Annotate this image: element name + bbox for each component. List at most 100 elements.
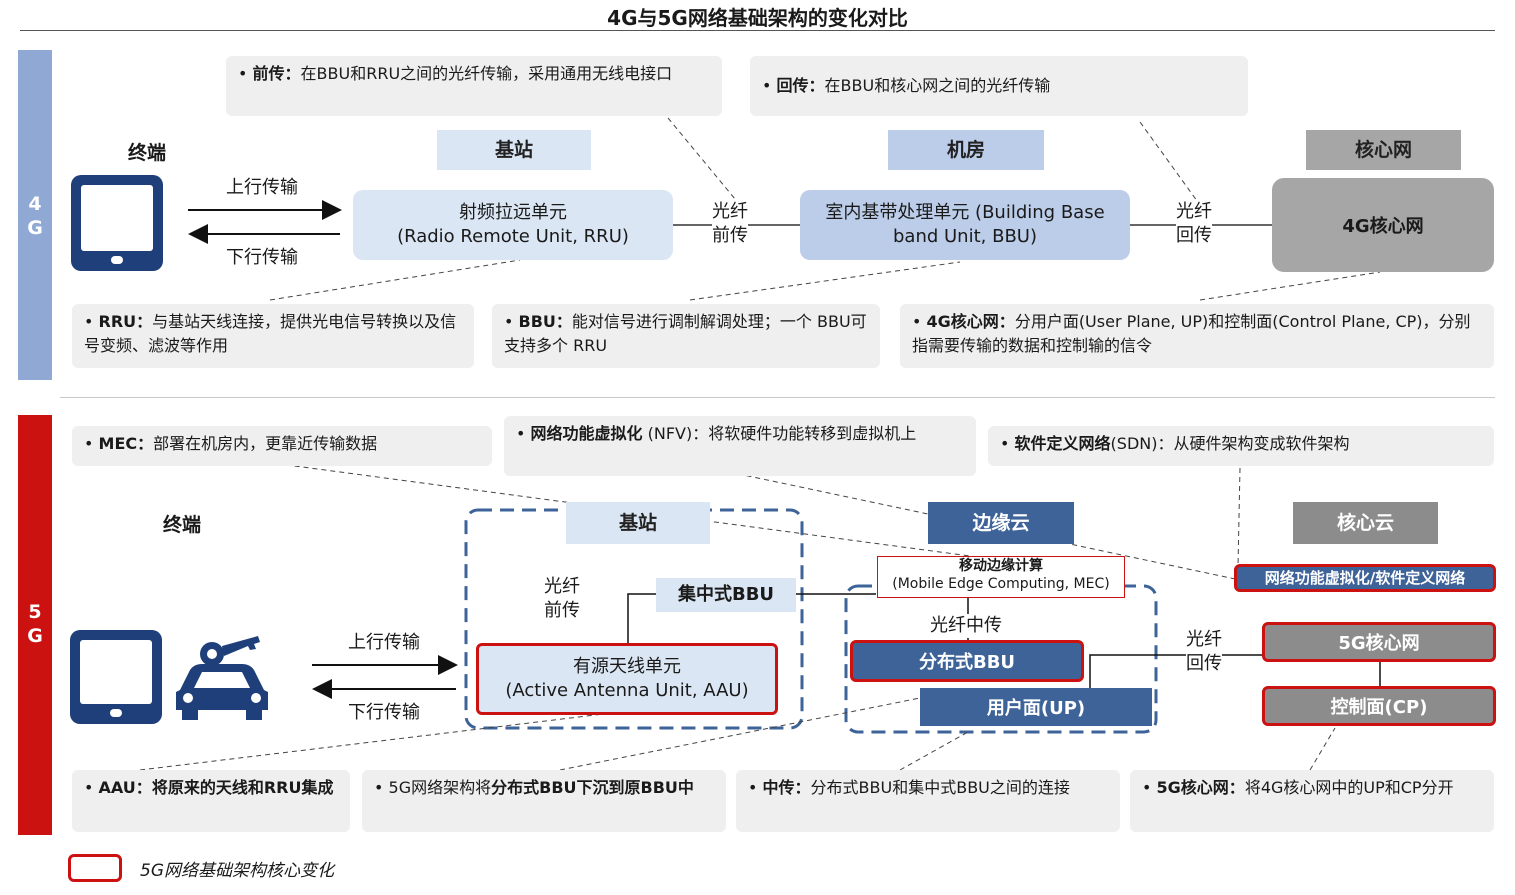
phone-icon-5g [70, 630, 162, 724]
key-hole [207, 649, 217, 659]
note-backhaul: • 回传：在BBU和核心网之间的光纤传输 [750, 56, 1248, 116]
aau-english: (Active Antenna Unit, AAU) [505, 680, 749, 701]
band-5g-label: 5 G [18, 600, 52, 648]
band-5g-text: 5 G [27, 601, 43, 647]
note-core4g-text: 分用户面(User Plane, UP)和控制面(Control Plane, … [912, 312, 1471, 355]
note-fronthaul-key: 前传： [252, 64, 301, 83]
downlink-label-4g: 下行传输 [226, 247, 298, 268]
mec-english: (Mobile Edge Computing, MEC) [892, 576, 1110, 592]
note-bbu-key: BBU： [518, 312, 572, 331]
page-title: 4G与5G网络基础架构的变化对比 [607, 6, 908, 30]
title-divider [20, 30, 1495, 31]
rru-name: 射频拉远单元 [459, 202, 567, 223]
callout-backhaul [1139, 121, 1201, 206]
edge-cloud-header: 边缘云 [928, 502, 1074, 544]
user-plane-box: 用户面(UP) [920, 688, 1152, 726]
fiber-fronthaul-4g-l1: 光纤 [712, 201, 748, 222]
note-fronthaul-text: 在BBU和RRU之间的光纤传输，采用通用无线电接口 [300, 64, 673, 83]
note-aau-text: 将原来的天线和RRU集成 [151, 778, 334, 797]
note-midhaul-text: 分布式BBU和集中式BBU之间的连接 [810, 778, 1070, 797]
phone-icon [71, 175, 163, 271]
control-plane-box: 控制面(CP) [1262, 686, 1496, 726]
callout-fronthaul [667, 117, 741, 206]
nfv-sdn-text: 网络功能虚拟化/软件定义网络 [1264, 569, 1466, 587]
mec-box: 移动边缘计算 (Mobile Edge Computing, MEC) [877, 556, 1125, 598]
bbu-box: 室内基带处理单元 (Building Base band Unit, BBU) [800, 190, 1130, 260]
note-sdn-text: (SDN)：从硬件架构变成软件架构 [1110, 434, 1350, 453]
legend-swatch [68, 854, 122, 882]
note-core5g-text: 将4G核心网中的UP和CP分开 [1244, 778, 1454, 797]
fiber-fronthaul-label-4g: 光纤 前传 [712, 200, 748, 248]
car-light-left [183, 693, 193, 703]
note-nfv-key: 网络功能虚拟化 [530, 424, 643, 443]
fiber-fronthaul-5g-l2: 前传 [544, 600, 580, 621]
bbu-english: band Unit, BBU) [893, 226, 1037, 247]
car-wheel-right [246, 708, 262, 720]
note-midhaul-key: 中传： [762, 778, 811, 797]
band-4g-text: 4 G [27, 193, 43, 239]
terminal-label-4g: 终端 [128, 142, 167, 164]
uplink-label-4g: 上行传输 [226, 177, 298, 198]
rru-english: (Radio Remote Unit, RRU) [397, 226, 629, 247]
band-5g [18, 415, 52, 835]
callout-bbu [689, 261, 961, 301]
note-aau: • AAU：将原来的天线和RRU集成 [72, 770, 350, 832]
fiber-backhaul-5g-l2: 回传 [1186, 653, 1222, 674]
car-icon [176, 636, 268, 720]
note-fronthaul: • 前传：在BBU和RRU之间的光纤传输，采用通用无线电接口 [226, 56, 722, 116]
callout-sdn [1237, 467, 1241, 567]
car-light-right [251, 693, 261, 703]
note-backhaul-key: 回传： [776, 76, 825, 95]
fiber-backhaul-label-5g: 光纤 回传 [1186, 628, 1222, 676]
key-blade [222, 636, 260, 656]
note-sdn-key: 软件定义网络 [1014, 434, 1111, 453]
note-backhaul-text: 在BBU和核心网之间的光纤传输 [824, 76, 1051, 95]
note-aau-key: AAU： [98, 778, 152, 797]
nfv-sdn-box: 网络功能虚拟化/软件定义网络 [1234, 564, 1496, 592]
fiber-backhaul-5g-l1: 光纤 [1186, 629, 1222, 650]
fiber-backhaul-4g-l2: 回传 [1176, 225, 1212, 246]
fiber-midhaul-label: 光纤中传 [930, 614, 1002, 638]
note-mec: • MEC：部署在机房内，更靠近传输数据 [72, 426, 492, 466]
aau-name: 有源天线单元 [573, 656, 681, 677]
downlink-label-5g: 下行传输 [348, 702, 420, 723]
note-arch-pre: 5G网络架构将 [388, 778, 492, 797]
bbu-name: 室内基带处理单元 (Building Base [825, 202, 1105, 223]
note-mec-key: MEC： [98, 434, 154, 453]
fiber-backhaul-4g-l1: 光纤 [1176, 201, 1212, 222]
fiber-fronthaul-4g-l2: 前传 [712, 225, 748, 246]
core-box-4g: 4G核心网 [1272, 178, 1494, 272]
note-nfv: • 网络功能虚拟化 (NFV)：将软硬件功能转移到虚拟机上 [504, 416, 976, 476]
callout-arch [559, 689, 961, 771]
room-header-4g: 机房 [888, 130, 1044, 170]
note-nfv-text: (NFV)：将软硬件功能转移到虚拟机上 [642, 424, 917, 443]
car-window [194, 672, 250, 688]
cu-bbu-box: 集中式BBU [656, 578, 796, 612]
aau-cubbu-link [627, 593, 656, 644]
callout-core4g [1199, 271, 1381, 301]
note-rru: • RRU：与基站天线连接，提供光电信号转换以及信号变频、滤波等作用 [72, 304, 474, 368]
core-cloud-header: 核心云 [1293, 502, 1438, 544]
note-core5g-key: 5G核心网： [1156, 778, 1245, 797]
note-arch-key: 分布式BBU下沉到原BBU中 [491, 778, 694, 797]
note-arch: • 5G网络架构将分布式BBU下沉到原BBU中 [362, 770, 726, 832]
note-midhaul: • 中传：分布式BBU和集中式BBU之间的连接 [736, 770, 1120, 832]
aau-box: 有源天线单元 (Active Antenna Unit, AAU) [476, 643, 778, 715]
band-4g-label: 4 G [18, 192, 52, 240]
phone-button [111, 256, 123, 264]
terminal-label-5g: 终端 [163, 514, 202, 536]
fiber-fronthaul-label-5g: 光纤 前传 [544, 575, 580, 623]
note-rru-key: RRU： [98, 312, 153, 331]
rru-box: 射频拉远单元 (Radio Remote Unit, RRU) [353, 190, 673, 260]
note-mec-text: 部署在机房内，更靠近传输数据 [153, 434, 378, 453]
fiber-fronthaul-5g-l1: 光纤 [544, 576, 580, 597]
callout-core5g [1309, 727, 1336, 771]
section-divider [60, 397, 1495, 398]
core-header-4g: 核心网 [1306, 130, 1461, 170]
du-bbu-box: 分布式BBU [850, 640, 1084, 682]
fiber-backhaul-label-4g: 光纤 回传 [1176, 200, 1212, 248]
callout-rru [269, 259, 521, 301]
note-bbu: • BBU：能对信号进行调制解调处理；一个 BBU可支持多个 RRU [492, 304, 880, 368]
phone-screen-5g [80, 640, 152, 704]
car-wheel-left [182, 708, 198, 720]
